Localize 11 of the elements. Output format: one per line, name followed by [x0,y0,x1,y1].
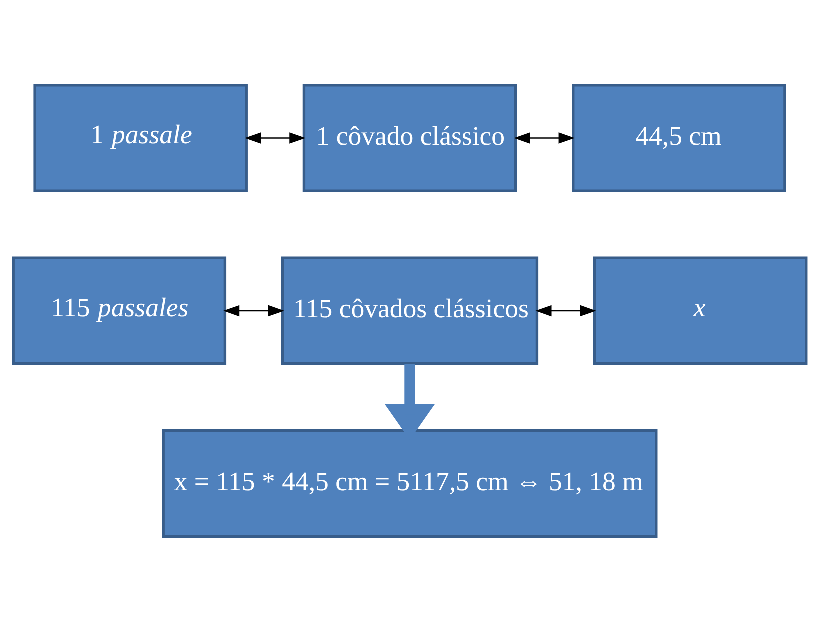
node-box: 1 côvado clássico [302,84,518,192]
node-box: x [593,256,808,365]
arrow [224,304,284,316]
node-box: 115 passales [12,256,227,365]
node-box: 44,5 cm [572,84,786,192]
node-box: 1 passale [34,84,248,192]
arrow [514,132,575,144]
arrow [536,304,596,316]
node-box: x = 115 * 44,5 cm = 5117,5 cm ⇔ 51, 18 m [162,429,658,538]
node-box: 115 côvados clássicos [281,256,539,365]
arrow [245,132,306,144]
